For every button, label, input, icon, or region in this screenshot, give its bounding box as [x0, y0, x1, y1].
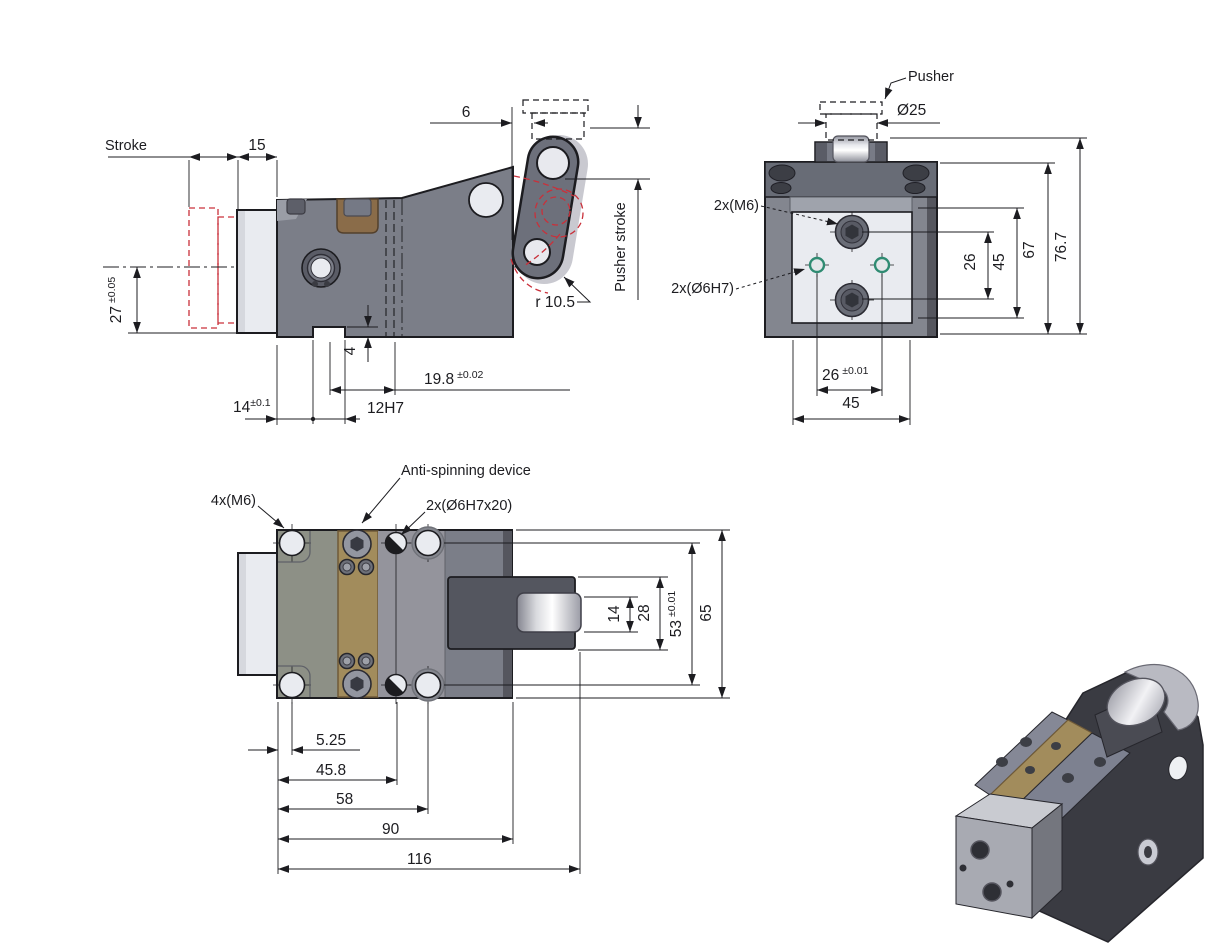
svg-text:27±0.05: 27±0.05: [106, 277, 125, 324]
dim-12h7: 12H7: [367, 400, 404, 417]
svg-text:76.7: 76.7: [1053, 232, 1070, 262]
svg-text:26±0.01: 26±0.01: [822, 365, 869, 384]
dim-15: 15: [248, 137, 265, 154]
svg-text:5.25: 5.25: [316, 732, 346, 749]
dim-6: 6: [430, 104, 548, 240]
svg-text:28: 28: [636, 604, 653, 621]
pusher-tab: [814, 135, 888, 163]
dim-pusher-stroke: Pusher stroke: [565, 105, 650, 300]
svg-text:45: 45: [991, 253, 1008, 270]
svg-text:6: 6: [462, 104, 471, 121]
phantom-lever-rotated: [510, 175, 584, 294]
dim-45: 45: [918, 207, 1024, 319]
svg-text:67: 67: [1021, 241, 1038, 258]
phantom-pusher: [819, 101, 883, 115]
dim-27: 27±0.05: [106, 267, 252, 334]
radius-callout: r 10.5: [535, 276, 592, 311]
dims-bottom: 5.25 45.8 58 90 116: [248, 652, 581, 874]
side-view: Stroke 15 27±0.05 6 Pusher stroke r 10.5: [103, 99, 650, 425]
body-side: [276, 165, 514, 338]
svg-text:4: 4: [342, 346, 359, 355]
iso-roller: [1106, 677, 1166, 727]
svg-text:2x(M6): 2x(M6): [714, 198, 759, 214]
svg-text:90: 90: [382, 821, 400, 838]
radius-label: r 10.5: [535, 294, 575, 311]
dim-28: 28: [578, 576, 668, 651]
dim-45-bottom: 45: [792, 340, 911, 425]
dowel-callout: 2x(Ø6H7): [671, 268, 806, 297]
circlip-hole: [301, 248, 341, 288]
svg-text:Anti-spinning device: Anti-spinning device: [401, 463, 531, 479]
pusher-label: Pusher: [908, 69, 954, 85]
back-view: Pusher Ø25 2x(M6) 2x(Ø6H7) 26 45: [671, 69, 1087, 425]
dim-65: 65: [516, 529, 730, 699]
dowel-dots: [384, 531, 408, 697]
top-view: 4x(M6) Anti-spinning device 2x(Ø6H7x20) …: [211, 463, 730, 874]
body-slot: [286, 198, 306, 215]
svg-text:53±0.01: 53±0.01: [666, 591, 685, 638]
iso-front-holes: [959, 840, 1014, 902]
svg-text:45.8: 45.8: [316, 762, 346, 779]
svg-text:4x(M6): 4x(M6): [211, 493, 256, 509]
m6-callout: 2x(M6): [714, 198, 839, 226]
pusher-callout: Pusher: [884, 69, 954, 100]
isometric-view: [954, 663, 1204, 943]
svg-text:14±0.1: 14±0.1: [233, 397, 271, 416]
pusher-stroke-label: Pusher stroke: [613, 202, 629, 291]
body-hole: [468, 182, 504, 218]
dim-76-7: 76.7: [890, 137, 1087, 334]
dowel-callout-top: 2x(Ø6H7x20): [400, 498, 512, 536]
svg-text:2x(Ø6H7): 2x(Ø6H7): [671, 281, 734, 297]
dim-19-8: 19.8±0.02: [329, 342, 570, 395]
dim-14-12h7: 14±0.1 12H7: [233, 340, 404, 425]
pocket-outlines: [278, 531, 311, 697]
dia25-label: Ø25: [897, 102, 926, 119]
svg-text:116: 116: [407, 851, 432, 868]
anti-spin-callout: Anti-spinning device: [361, 463, 531, 524]
iso-roller-arm: [1123, 663, 1199, 731]
dim-14-top: 14: [584, 596, 638, 633]
iso-front-block: [955, 815, 1033, 919]
dim-26-bottom: 26±0.01: [816, 274, 883, 396]
dim-dia25: Ø25: [798, 102, 940, 127]
m6-callout-top: 4x(M6): [211, 493, 285, 529]
dowel-holes: [805, 253, 894, 277]
anti-spin-screws: [338, 529, 375, 699]
pusher-lever: [511, 135, 588, 284]
svg-text:2x(Ø6H7x20): 2x(Ø6H7x20): [426, 498, 512, 514]
svg-text:58: 58: [336, 791, 353, 808]
mount-slots: [768, 164, 930, 194]
stroke-label: Stroke: [105, 138, 147, 154]
dim-stroke-15: Stroke 15: [105, 137, 278, 209]
svg-text:19.8±0.02: 19.8±0.02: [424, 369, 484, 388]
dim-26: 26: [862, 231, 994, 300]
roller-top: [516, 592, 582, 633]
dim-4: 4: [342, 305, 378, 362]
svg-text:14: 14: [606, 605, 623, 623]
svg-text:65: 65: [698, 604, 715, 621]
svg-text:26: 26: [962, 253, 979, 270]
dim-67: 67: [940, 162, 1087, 335]
dim-53: 53±0.01: [444, 542, 700, 686]
phantom-pusher-top: [522, 99, 589, 114]
svg-text:45: 45: [842, 395, 859, 412]
phantom-pusher-extended: [188, 207, 219, 329]
pusher-chrome: [832, 135, 870, 163]
